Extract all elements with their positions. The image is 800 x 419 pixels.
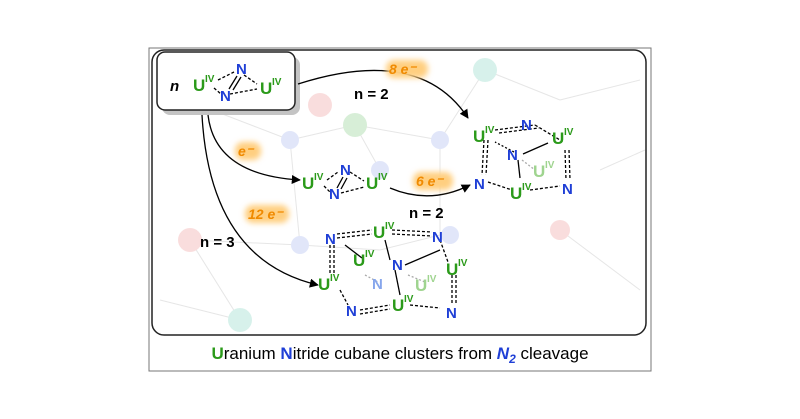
svg-text:U: U [533, 162, 545, 181]
svg-text:U: U [415, 276, 427, 295]
svg-text:IV: IV [545, 160, 555, 171]
inner-panel [151, 49, 647, 336]
svg-text:IV: IV [427, 274, 437, 285]
int-n-top: N [340, 162, 351, 179]
svg-text:IV: IV [330, 273, 340, 284]
svg-text:U: U [373, 223, 385, 242]
start-box [156, 51, 296, 111]
start-n-bottom: N [220, 88, 231, 105]
svg-text:IV: IV [458, 258, 468, 269]
lower-electrons-glow [413, 172, 453, 190]
start-left-uranium: U [193, 76, 205, 95]
start-bonds [213, 71, 258, 95]
svg-text:IV: IV [365, 249, 375, 260]
svg-text:U: U [510, 184, 522, 203]
svg-text:IV: IV [522, 182, 532, 193]
top-n-label: n = 2 [354, 86, 389, 103]
left-electrons: 12 e⁻ [248, 206, 284, 222]
top-electrons-glow [386, 60, 428, 78]
lower-electrons: 6 e⁻ [416, 173, 444, 189]
svg-text:N: N [392, 257, 403, 274]
svg-text:IV: IV [404, 294, 414, 305]
start-right-uranium: U [260, 79, 272, 98]
arrow-mid [207, 114, 301, 185]
svg-text:N: N [325, 231, 336, 248]
cubane-small: U IV N U IV N U IV N U IV N [473, 117, 574, 203]
int-left-uranium: U [302, 174, 314, 193]
svg-text:N: N [446, 305, 457, 322]
mid-electrons-glow [235, 142, 261, 160]
int-left-ox: IV [314, 172, 324, 183]
arrow-left [201, 114, 319, 288]
left-electrons-glow [245, 205, 289, 223]
top-electrons: 8 e⁻ [389, 61, 417, 77]
svg-text:U: U [318, 275, 330, 294]
background-network [159, 58, 646, 332]
svg-text:U: U [446, 260, 458, 279]
svg-text:N: N [474, 176, 485, 193]
svg-text:IV: IV [564, 127, 574, 138]
svg-text:U: U [473, 127, 485, 146]
start-left-ox: IV [205, 74, 215, 85]
int-right-uranium: U [366, 174, 378, 193]
int-n-bottom: N [329, 186, 340, 203]
svg-text:U: U [392, 296, 404, 315]
start-right-ox: IV [272, 77, 282, 88]
svg-text:U: U [552, 129, 564, 148]
caption: Uranium Nitride cubane clusters from N2 … [211, 344, 588, 366]
svg-text:U: U [353, 251, 365, 270]
svg-text:N: N [521, 117, 532, 134]
int-bonds [323, 171, 365, 194]
svg-text:N: N [507, 147, 518, 164]
start-n-label: n [170, 78, 179, 95]
svg-text:N: N [372, 276, 383, 293]
int-right-ox: IV [378, 172, 388, 183]
arrow-lower [389, 184, 471, 197]
mid-electrons: e⁻ [238, 143, 255, 159]
svg-text:N: N [346, 303, 357, 320]
lower-n-label: n = 2 [409, 205, 444, 222]
cubane-large: N U IV N U IV N U IV U IV N U IV N U IV … [318, 221, 468, 322]
left-n-label: n = 3 [200, 234, 235, 251]
svg-text:IV: IV [385, 221, 395, 232]
start-n-top: N [236, 61, 247, 78]
svg-text:IV: IV [485, 125, 495, 136]
svg-text:N: N [562, 181, 573, 198]
svg-text:N: N [432, 229, 443, 246]
